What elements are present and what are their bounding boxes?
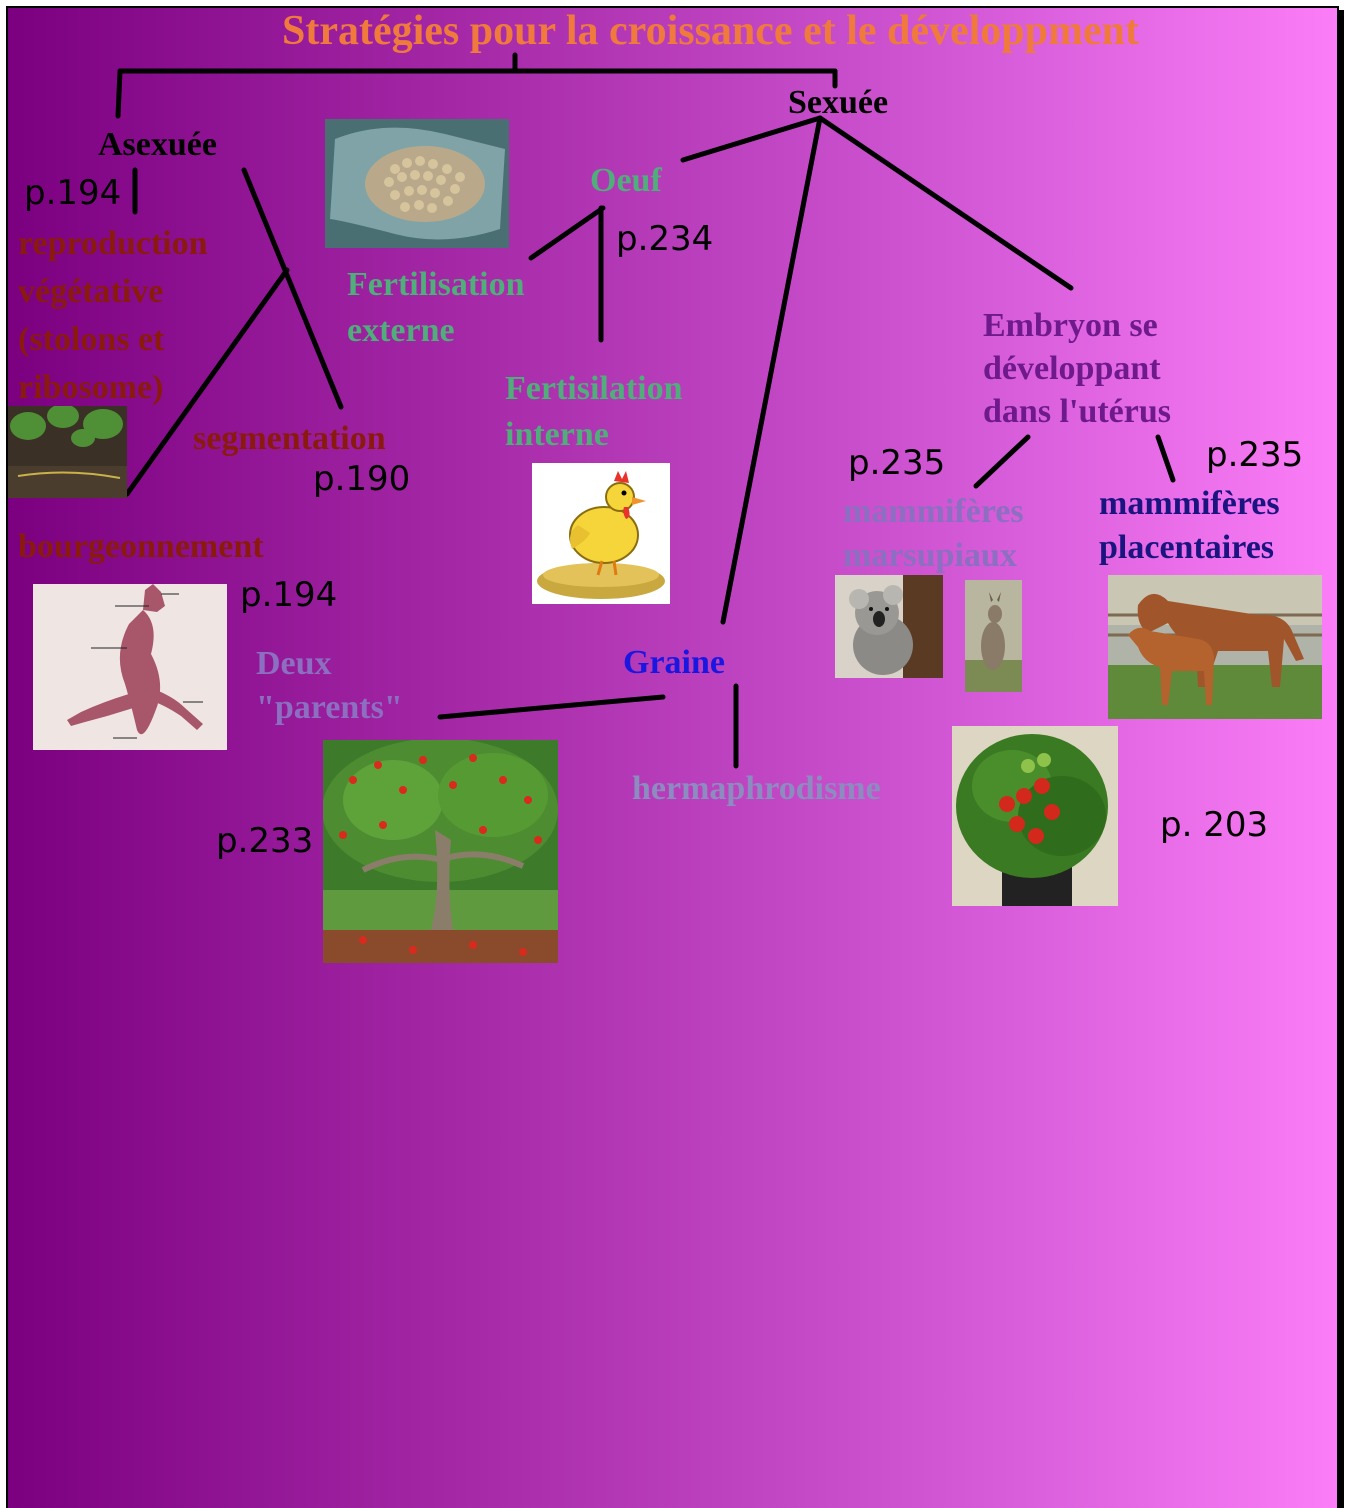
text-line: interne	[505, 416, 609, 453]
text-line: Fertisilation	[505, 370, 683, 407]
page-ref-oeuf: p.234	[616, 219, 714, 259]
stolon-plant-photo	[8, 406, 127, 498]
line-asexuee-segmentation	[241, 167, 344, 410]
node-reproduction-vegetative: reproduction végétative (stolons et ribo…	[18, 220, 208, 412]
diagram-title: Stratégies pour la croissance et le déve…	[282, 8, 1140, 54]
text-line: ribosome)	[18, 369, 164, 406]
page-ref-apple-tree: p.233	[216, 821, 314, 861]
text-line: placentaires	[1099, 529, 1275, 566]
node-sexuee: Sexuée	[788, 84, 889, 121]
koala-photo	[835, 575, 943, 678]
text-line: externe	[347, 312, 455, 349]
tomato-plant-photo	[952, 726, 1118, 906]
node-graine: Graine	[623, 644, 725, 681]
node-embryon: Embryon se développant dans l'utérus	[983, 304, 1171, 433]
line-to-asexuee	[115, 68, 123, 119]
line-graine-deux-parents	[437, 694, 666, 720]
node-deux-parents: Deux "parents"	[256, 642, 403, 730]
page-ref-placentaires: p.235	[1206, 435, 1304, 475]
line-embryon-marsupiaux	[973, 434, 1031, 489]
node-hermaphrodisme: hermaphrodisme	[632, 770, 881, 807]
node-asexuee: Asexuée	[98, 126, 217, 163]
page-ref-marsupiaux: p.235	[848, 443, 946, 483]
eggs-photo	[325, 119, 509, 248]
text-line: marsupiaux	[843, 537, 1017, 574]
text-line: dans l'utérus	[983, 393, 1171, 430]
page-ref-asexuee: p.194	[24, 173, 122, 213]
page-ref-segmentation: p.190	[313, 459, 411, 499]
horses-photo	[1108, 575, 1322, 719]
text-line: mammifères	[843, 493, 1024, 530]
apple-tree-photo	[323, 740, 558, 963]
node-marsupiaux: mammifères marsupiaux	[843, 490, 1024, 578]
text-line: Fertilisation	[347, 266, 525, 303]
node-fertilisation-interne: Fertisilation interne	[505, 366, 683, 458]
line-oeuf-externe	[528, 205, 606, 261]
line-embryon-placentaires	[1155, 434, 1176, 483]
text-line: (stolons et	[18, 321, 165, 358]
kangaroo-photo	[965, 580, 1022, 692]
line-sexuee-embryon	[817, 115, 1074, 291]
line-sexuee-oeuf	[680, 115, 823, 163]
text-line: végétative	[18, 273, 164, 310]
text-line: développant	[983, 350, 1161, 387]
node-fertilisation-externe: Fertilisation externe	[347, 262, 525, 354]
node-segmentation: segmentation	[193, 420, 386, 457]
node-oeuf: Oeuf	[590, 162, 662, 199]
canvas-shadow	[1339, 10, 1344, 1508]
node-bourgeonnement: bourgeonnement	[18, 528, 264, 565]
text-line: Embryon se	[983, 307, 1158, 344]
hen-on-nest-cartoon	[532, 463, 670, 604]
text-line: Deux	[256, 645, 332, 682]
text-line: reproduction	[18, 225, 208, 262]
page-ref-tomato: p. 203	[1160, 805, 1269, 845]
line-sexuee-graine	[720, 115, 823, 625]
line-bourgeonnement-branch	[124, 267, 290, 497]
text-line: mammifères	[1099, 485, 1280, 522]
node-placentaires: mammifères placentaires	[1099, 482, 1280, 570]
text-line: "parents"	[256, 689, 403, 726]
flatworm-diagram	[33, 584, 227, 750]
page-ref-bourgeonnement: p.194	[240, 575, 338, 615]
